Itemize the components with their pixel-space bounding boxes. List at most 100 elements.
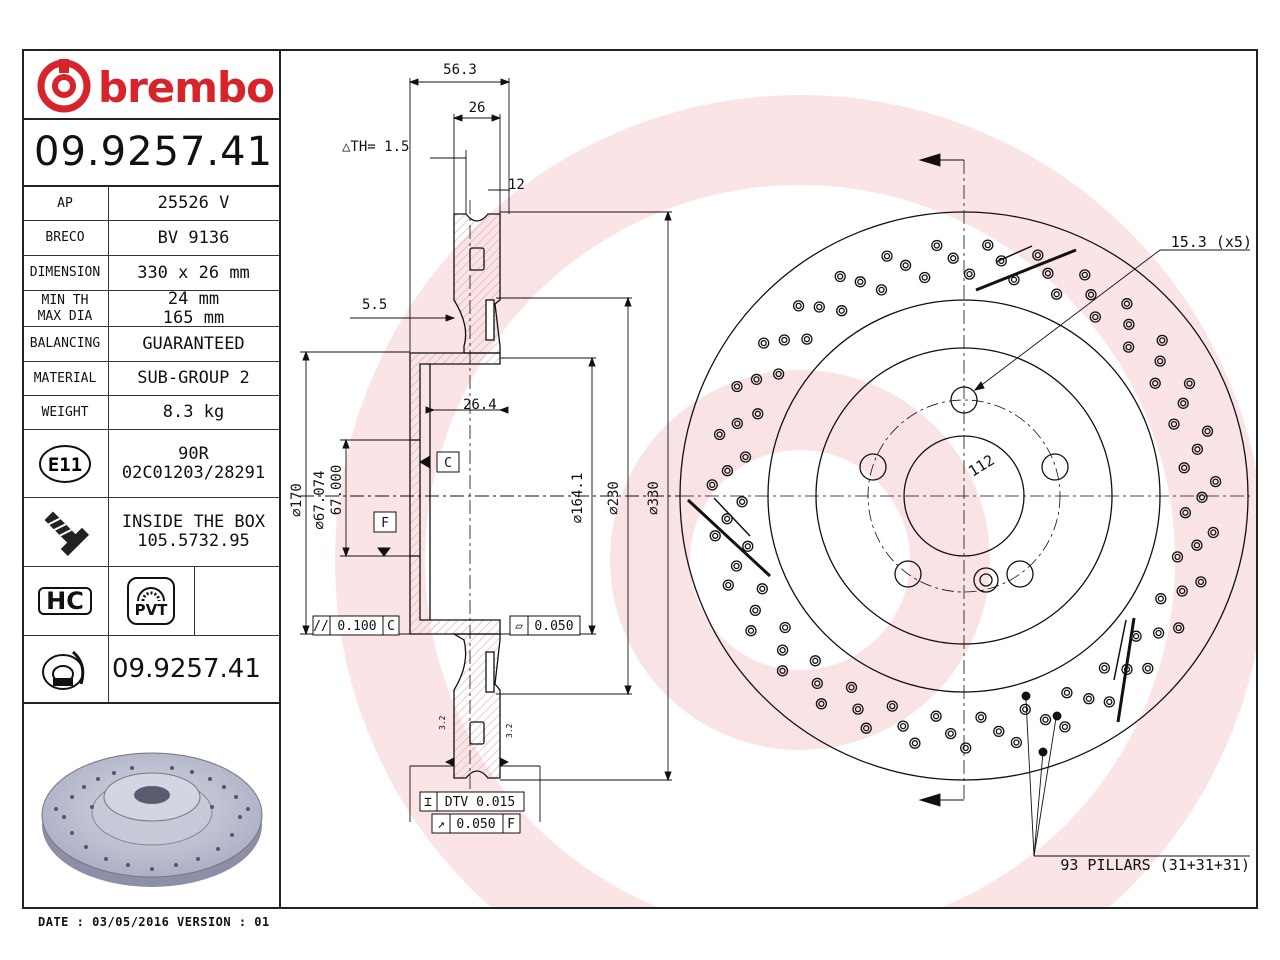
drilled-hole-inner bbox=[1152, 380, 1159, 387]
front-view bbox=[679, 160, 1250, 800]
drilled-hole bbox=[815, 698, 828, 710]
drilled-hole bbox=[875, 284, 888, 296]
drilled-hole-inner bbox=[724, 467, 731, 474]
drilled-hole-inner bbox=[733, 562, 740, 570]
dim-dia-170: ⌀170 bbox=[289, 483, 305, 517]
drilled-hole-inner bbox=[709, 481, 716, 489]
drilled-hole-inner bbox=[1197, 578, 1205, 586]
spec-label: BRECO bbox=[22, 221, 109, 255]
drilled-hole bbox=[886, 700, 898, 712]
drilled-hole bbox=[811, 677, 823, 690]
spec-row-homologation: E11 90R 02C01203/28291 bbox=[22, 430, 279, 498]
dim-th: △TH= 1.5 bbox=[342, 139, 409, 155]
spec-value: 24 mm 165 mm bbox=[162, 288, 225, 328]
drilled-hole bbox=[742, 540, 754, 552]
drilled-hole bbox=[1195, 576, 1207, 588]
drilled-hole-inner bbox=[995, 728, 1002, 735]
hole-callout: 15.3 (x5) bbox=[1171, 233, 1252, 251]
dim-5-5: 5.5 bbox=[362, 297, 387, 313]
drilled-hole-inner bbox=[1125, 343, 1132, 351]
bolt-holes bbox=[859, 386, 1069, 593]
spec-row-weight: WEIGHT 8.3 kg bbox=[22, 396, 279, 430]
spec-row-disc-number: 09.9257.41 bbox=[22, 636, 279, 704]
drilled-hole-inner bbox=[837, 273, 844, 280]
drilled-hole bbox=[772, 368, 785, 380]
drilled-hole-inner bbox=[744, 543, 751, 550]
drilled-hole bbox=[750, 373, 763, 386]
drilled-hole bbox=[1196, 491, 1208, 503]
drilled-hole-inner bbox=[1186, 380, 1193, 387]
drilled-hole-inner bbox=[933, 242, 940, 249]
drilled-hole-inner bbox=[716, 431, 723, 438]
drilled-hole-inner bbox=[795, 302, 802, 310]
drilled-hole bbox=[1168, 418, 1180, 430]
watermark-logo bbox=[335, 95, 1256, 907]
datum-c: C bbox=[444, 456, 452, 471]
drilled-hole bbox=[739, 451, 752, 463]
drilled-hole-inner bbox=[814, 680, 821, 687]
drilled-hole bbox=[1130, 630, 1142, 642]
spec-value: 8.3 kg bbox=[162, 402, 225, 422]
drilled-hole bbox=[722, 579, 734, 591]
e11-mark: E11 bbox=[48, 454, 82, 476]
drilled-hole-inner bbox=[754, 410, 761, 417]
pvt-pillars-icon bbox=[137, 587, 165, 601]
drilled-hole-inner bbox=[854, 705, 862, 713]
drilled-hole bbox=[1121, 298, 1133, 310]
spec-value: BV 9136 bbox=[157, 227, 230, 248]
spec-label: WEIGHT bbox=[22, 396, 109, 429]
drilled-hole-inner bbox=[962, 744, 969, 752]
dim-dia-330: ⌀330 bbox=[646, 481, 662, 515]
datum-f: F bbox=[381, 516, 389, 531]
pvt-label: PVT bbox=[134, 601, 168, 619]
drilled-hole bbox=[749, 604, 761, 617]
drilled-hole-inner bbox=[1063, 689, 1071, 696]
drilled-hole-inner bbox=[1157, 595, 1164, 602]
drilled-hole-inner bbox=[1155, 629, 1162, 637]
drilled-hole bbox=[909, 737, 921, 749]
drilled-hole-inner bbox=[760, 339, 767, 347]
drilled-holes bbox=[706, 239, 1222, 754]
pvt-badge: PVT bbox=[108, 567, 195, 635]
roughness-1: 3.2 bbox=[438, 715, 447, 730]
drilled-hole bbox=[730, 560, 743, 572]
drilled-hole bbox=[881, 250, 893, 262]
screw-icon bbox=[22, 498, 109, 566]
drilled-hole-inner bbox=[998, 257, 1005, 265]
drilled-hole bbox=[721, 465, 734, 477]
tol-runout: 0.050 bbox=[456, 817, 495, 832]
drilled-hole-inner bbox=[1132, 633, 1140, 640]
drilled-hole bbox=[845, 681, 858, 694]
drilled-hole bbox=[745, 625, 757, 637]
drilled-hole-inner bbox=[1179, 587, 1186, 595]
drilled-hole-inner bbox=[902, 262, 909, 269]
drilled-hole bbox=[854, 276, 866, 288]
drilled-hole bbox=[1103, 696, 1115, 708]
drilled-hole-inner bbox=[1193, 542, 1201, 549]
drilled-hole bbox=[1155, 593, 1167, 605]
drilled-hole-inner bbox=[1053, 291, 1060, 298]
dim-26-4: 26.4 bbox=[463, 397, 497, 413]
spec-value: GUARANTEED bbox=[142, 333, 245, 354]
drawing-frame bbox=[22, 49, 1258, 909]
drilled-hole bbox=[813, 301, 825, 313]
drilled-hole bbox=[852, 703, 864, 715]
drilled-hole-inner bbox=[883, 252, 891, 260]
drilled-hole-inner bbox=[899, 722, 907, 730]
drilled-hole bbox=[860, 722, 872, 734]
drilled-hole-inner bbox=[1170, 420, 1178, 428]
drilled-hole bbox=[713, 428, 726, 441]
drilled-hole-inner bbox=[838, 307, 845, 314]
drilled-hole bbox=[1171, 551, 1184, 563]
drilled-hole bbox=[1122, 341, 1135, 353]
spec-row-badges: HC PVT bbox=[22, 567, 279, 636]
drilled-hole bbox=[776, 665, 789, 677]
drilled-hole bbox=[801, 333, 813, 345]
drilled-hole-inner bbox=[889, 702, 896, 710]
drilled-hole-inner bbox=[1174, 553, 1181, 561]
drilled-hole-inner bbox=[1204, 428, 1211, 435]
drilled-hole bbox=[1050, 288, 1063, 300]
drilled-hole-inner bbox=[725, 581, 732, 589]
drilled-hole bbox=[1010, 736, 1023, 749]
drilled-hole bbox=[1039, 713, 1052, 726]
